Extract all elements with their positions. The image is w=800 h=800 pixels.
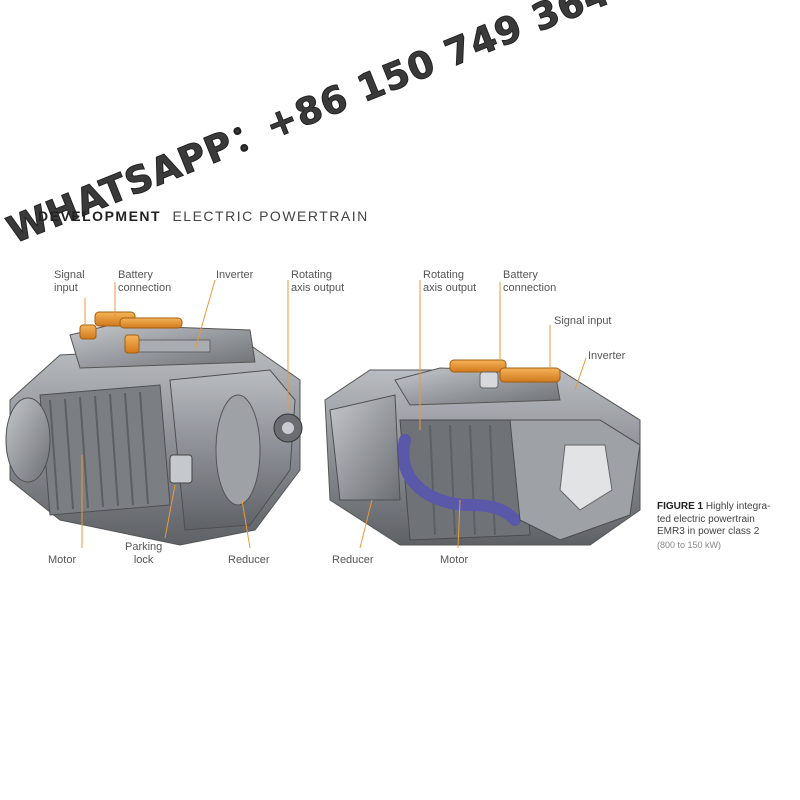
left-rotating-axis-output-label: Rotating axis output — [291, 269, 345, 294]
figure-caption: FIGURE 1 Highly integra- ted electric po… — [657, 501, 777, 552]
section-name: DEVELOPMENT — [38, 208, 162, 224]
figure-number: FIGURE 1 — [657, 501, 704, 512]
leader-lines — [81, 279, 587, 549]
left-motor-label: Motor — [48, 554, 77, 566]
left-battery-connection-label: Battery connection — [118, 269, 172, 294]
page-header: DEVELOPMENT ELECTRIC POWERTRAIN — [38, 208, 369, 224]
figure-caption-text: Highly integra- ted electric powertrain … — [657, 501, 771, 537]
left-inverter-label: Inverter — [216, 269, 254, 281]
section-topic: ELECTRIC POWERTRAIN — [172, 208, 369, 224]
right-signal-input-label: Signal input — [554, 315, 612, 327]
left-signal-input-label: Signal input — [54, 269, 85, 294]
figure-caption-tail: (800 to 150 kW) — [657, 539, 722, 550]
right-motor-label: Motor — [440, 554, 469, 566]
right-reducer-label: Reducer — [332, 554, 374, 566]
right-powertrain-unit — [324, 359, 641, 546]
right-rotating-axis-output-label: Rotating axis output — [423, 269, 477, 294]
right-battery-connection-label: Battery connection — [503, 269, 557, 294]
left-reducer-label: Reducer — [228, 554, 270, 566]
right-inverter-label: Inverter — [588, 350, 626, 362]
left-parking-lock-label: Parking lock — [125, 541, 163, 566]
left-powertrain-unit — [5, 311, 303, 546]
